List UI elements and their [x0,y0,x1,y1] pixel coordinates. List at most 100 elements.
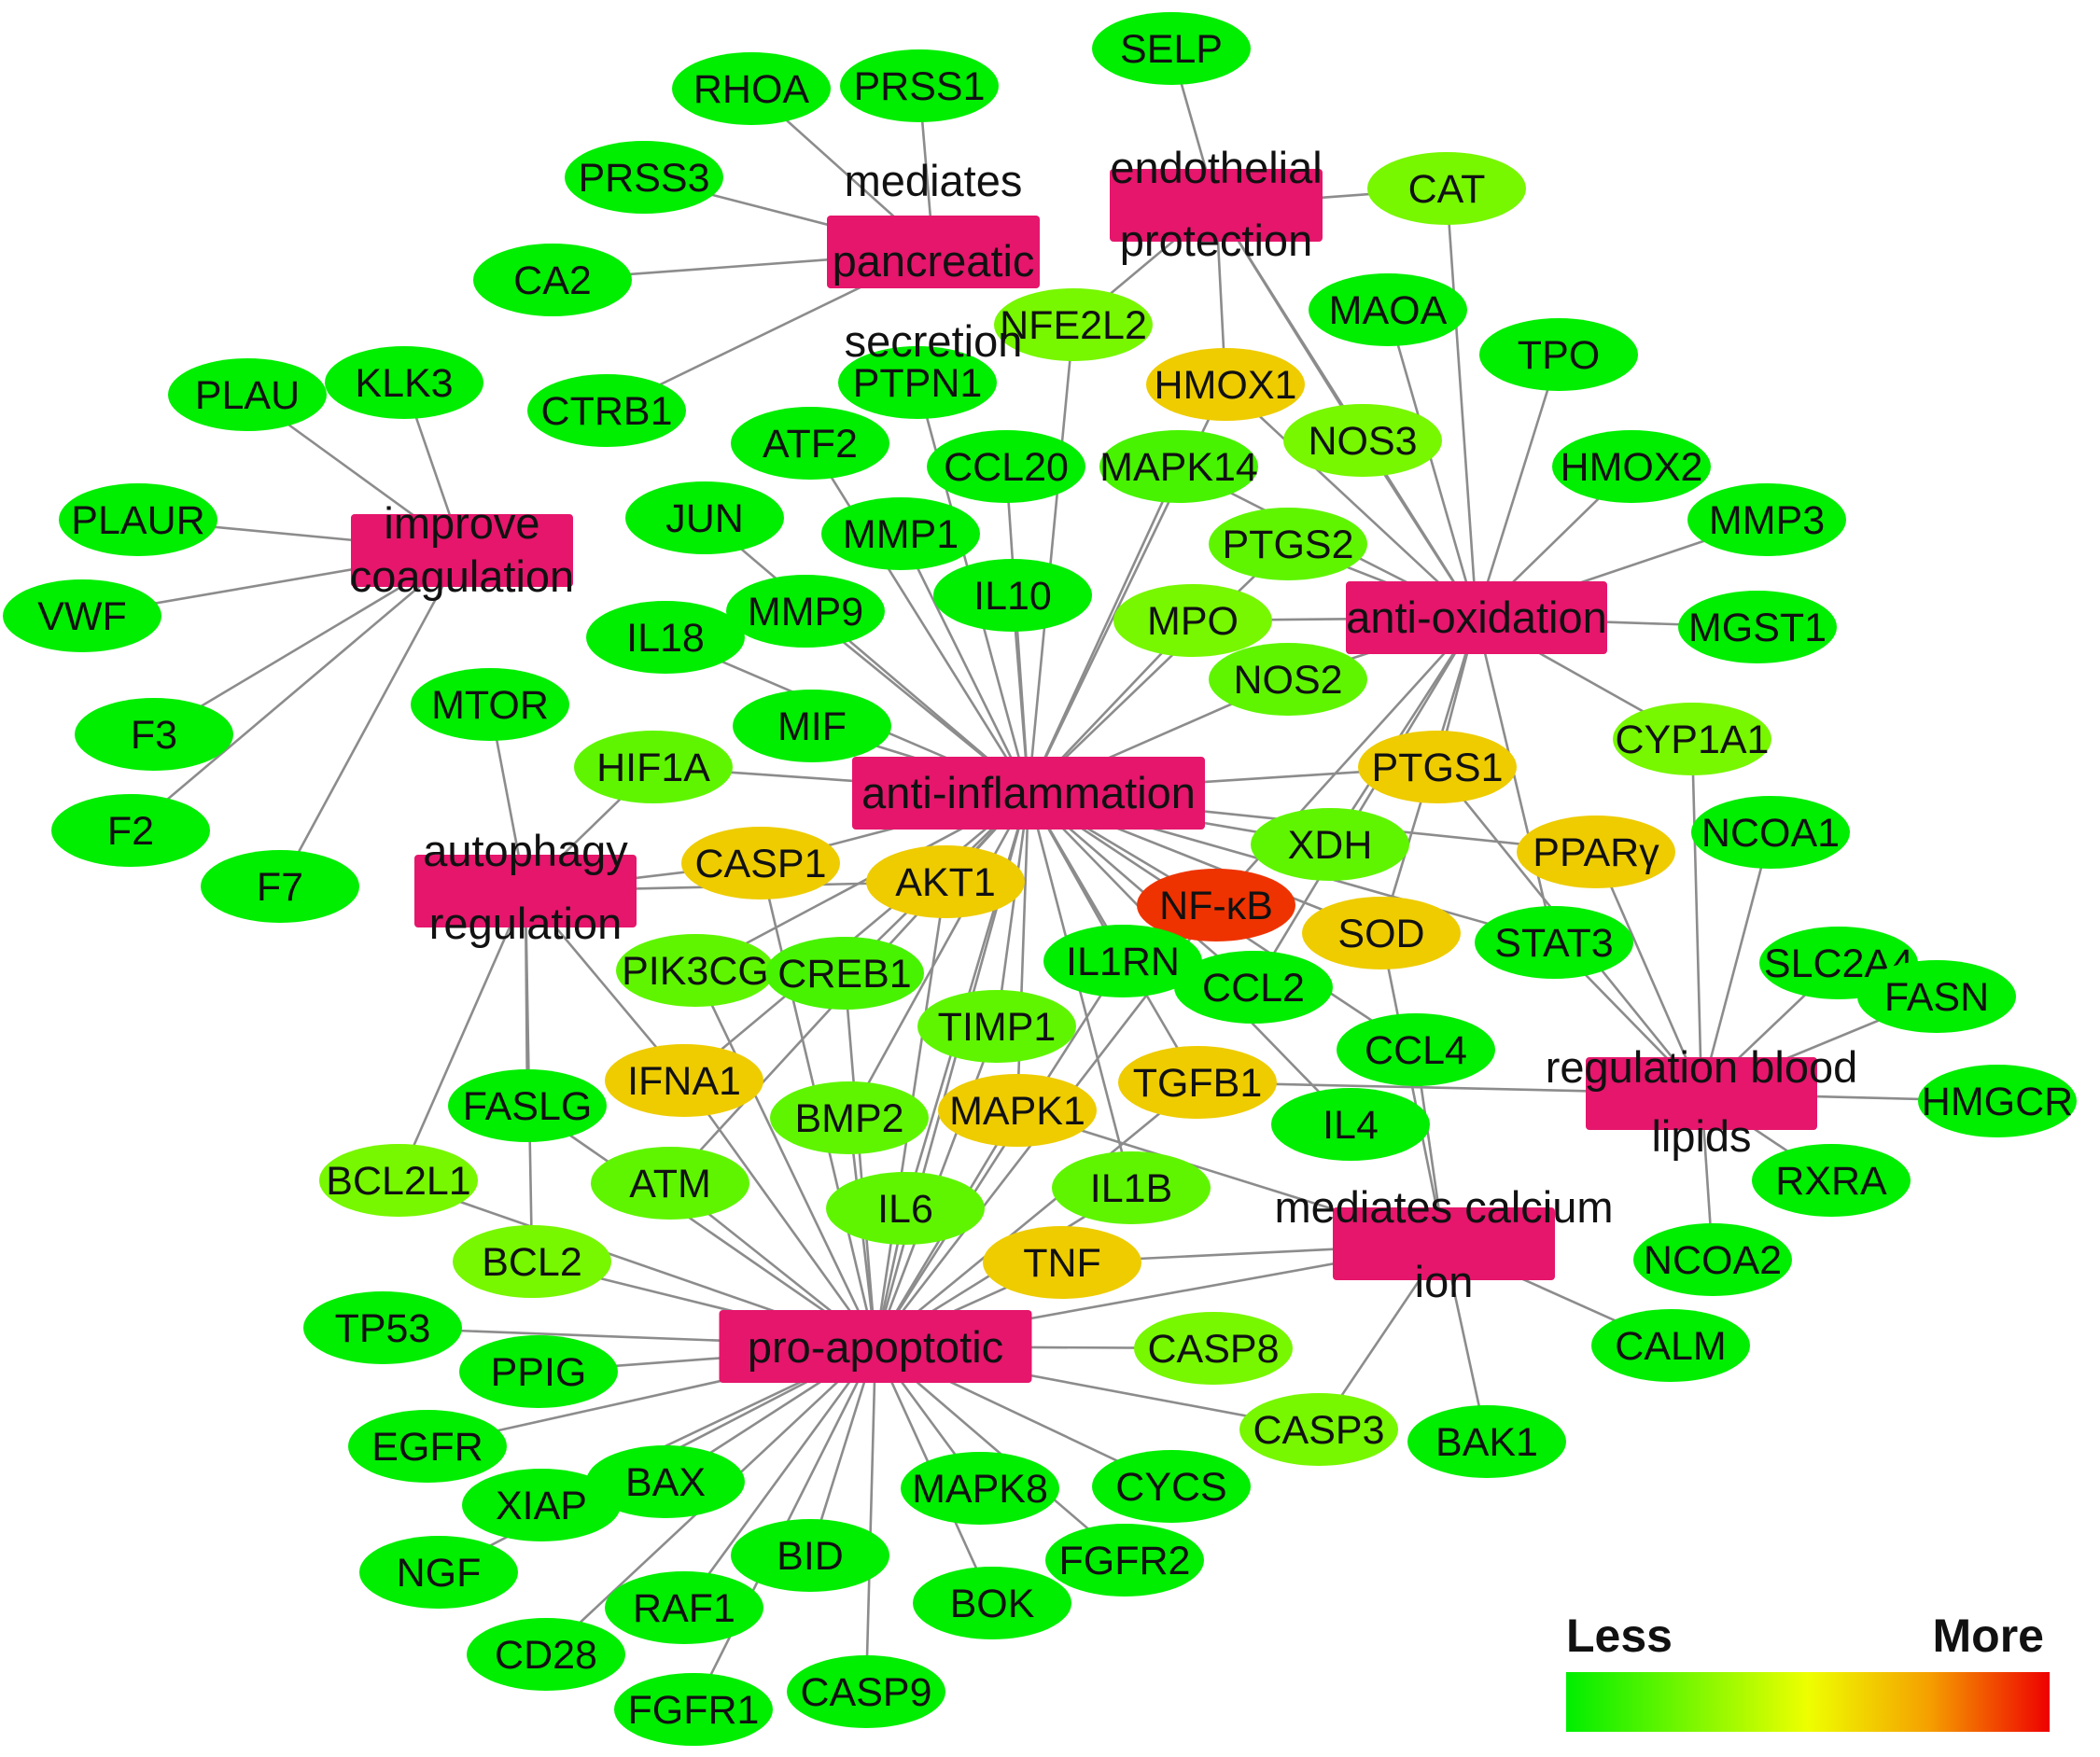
gene-ellipse-vwf [3,579,161,652]
gene-label-il1rn: IL1RN [1066,940,1180,984]
gene-label-nfkb: NF-κB [1159,884,1273,928]
gene-node-nos3: NOS3 [1283,404,1442,477]
gene-label-casp3: CASP3 [1253,1408,1384,1453]
gene-node-bcl2: BCL2 [453,1225,611,1298]
gene-node-hif1a: HIF1A [574,731,733,803]
edge-lipids-ncoa1 [1700,831,1772,1095]
gene-node-bax: BAX [586,1445,745,1518]
gene-label-tgfb1: TGFB1 [1133,1061,1263,1106]
gene-ellipse-il6 [826,1172,985,1245]
gene-label-faslg: FASLG [463,1084,593,1129]
edge-apoptotic-creb1 [843,972,877,1347]
function-label-apoptotic-line-1: pro-apoptotic [748,1322,1003,1372]
edge-inflammation-nfe2l2 [1027,324,1075,794]
function-label-coagulation-line-1: improve [384,498,539,548]
gene-ellipse-jun [625,481,784,554]
edge-coagulation-f2 [130,550,463,831]
legend-less-label: Less [1566,1610,1673,1662]
gene-label-casp8: CASP8 [1147,1327,1279,1372]
gene-node-f2: F2 [51,794,210,867]
gene-label-plaur: PLAUR [71,498,204,543]
gene-label-creb1: CREB1 [777,952,911,997]
gene-ellipse-rxra [1752,1144,1911,1217]
edge-calcium-sod [1379,932,1446,1245]
edge-oxidation-maoa [1386,309,1478,619]
gene-label-prss1: PRSS1 [853,64,985,109]
gene-ellipse-mapk1 [938,1074,1097,1147]
legend-gradient-bar [1566,1672,2050,1732]
gene-ellipse-nfkb [1137,869,1295,941]
gene-ellipse-ppig [459,1335,618,1408]
gene-node-faslg: FASLG [448,1069,607,1142]
gene-label-ptgs1: PTGS1 [1372,746,1504,790]
gene-label-hmox1: HMOX1 [1155,363,1297,408]
gene-node-bcl2l1: BCL2L1 [319,1144,478,1217]
gene-label-timp1: TIMP1 [938,1005,1057,1050]
gene-ellipse-fgfr2 [1045,1524,1204,1597]
gene-ellipse-xdh [1251,808,1409,881]
gene-label-il4: IL4 [1323,1103,1379,1148]
gene-ellipse-bax [586,1445,745,1518]
edge-autophagy-bcl2l1 [397,890,527,1181]
gene-label-mmp1: MMP1 [843,512,959,557]
gene-node-mif: MIF [733,690,891,762]
gene-label-mgst1: MGST1 [1688,606,1827,650]
color-legend: Less More [1566,1610,2050,1732]
gene-node-casp1: CASP1 [681,827,840,899]
gene-node-tnf: TNF [983,1226,1141,1299]
gene-ellipse-cd28 [467,1618,625,1691]
gene-label-ncoa2: NCOA2 [1644,1238,1782,1283]
gene-label-ncoa1: NCOA1 [1701,811,1840,856]
gene-node-xdh: XDH [1251,808,1409,881]
function-label-pancreatic-line-3: secretion [845,316,1023,366]
gene-label-fasn: FASN [1884,975,1989,1020]
gene-ellipse-il1b [1052,1151,1211,1224]
gene-label-bid: BID [777,1534,844,1579]
gene-node-bok: BOK [913,1567,1071,1639]
gene-ellipse-calm [1591,1309,1750,1382]
gene-ellipse-stat3 [1475,906,1633,979]
function-label-pancreatic-line-1: mediates [845,156,1023,205]
gene-node-mapk14: MAPK14 [1099,430,1258,503]
edge-apoptotic-il1rn [874,960,1125,1347]
gene-node-ngf: NGF [359,1536,518,1609]
legend-more-label: More [1933,1610,2044,1662]
gene-ellipse-egfr [348,1410,507,1483]
gene-node-il1rn: IL1RN [1043,925,1202,997]
gene-ellipse-akt1 [866,845,1025,918]
gene-ellipse-f2 [51,794,210,867]
gene-node-pparg: PPARγ [1517,816,1675,888]
gene-ellipse-nos3 [1283,404,1442,477]
gene-label-jun: JUN [665,496,744,541]
edge-apoptotic-casp9 [864,1346,877,1693]
gene-label-bak1: BAK1 [1435,1420,1538,1465]
gene-ellipse-bok [913,1567,1071,1639]
gene-label-rxra: RXRA [1775,1159,1887,1204]
gene-node-jun: JUN [625,481,784,554]
gene-label-raf1: RAF1 [633,1586,735,1631]
gene-node-atm: ATM [591,1147,749,1220]
gene-ellipse-bcl2l1 [319,1144,478,1217]
gene-ellipse-bmp2 [770,1081,929,1154]
gene-node-casp3: CASP3 [1239,1393,1398,1466]
edge-inflammation-ifna1 [683,792,1029,1081]
function-boxes-layer [351,169,1817,1383]
gene-label-tpo: TPO [1518,333,1600,378]
gene-node-ccl20: CCL20 [927,430,1085,503]
gene-node-cat: CAT [1367,152,1526,225]
gene-node-slc2a4: SLC2A4 [1759,927,1918,999]
gene-node-ifna1: IFNA1 [605,1044,763,1117]
gene-node-calm: CALM [1591,1309,1750,1382]
gene-label-il10: IL10 [973,574,1052,619]
gene-label-hmgcr: HMGCR [1922,1080,2073,1124]
gene-ellipse-f3 [75,698,233,771]
gene-label-atf2: ATF2 [763,422,858,467]
function-label-lipids-line-1: regulation blood [1546,1042,1858,1092]
gene-ellipse-mapk8 [901,1452,1059,1525]
gene-node-fgfr1: FGFR1 [614,1673,773,1746]
edge-oxidation-cat [1445,188,1478,619]
function-node-autophagy [414,855,637,927]
gene-ellipse-atf2 [731,407,889,480]
gene-ellipse-bak1 [1407,1405,1566,1478]
